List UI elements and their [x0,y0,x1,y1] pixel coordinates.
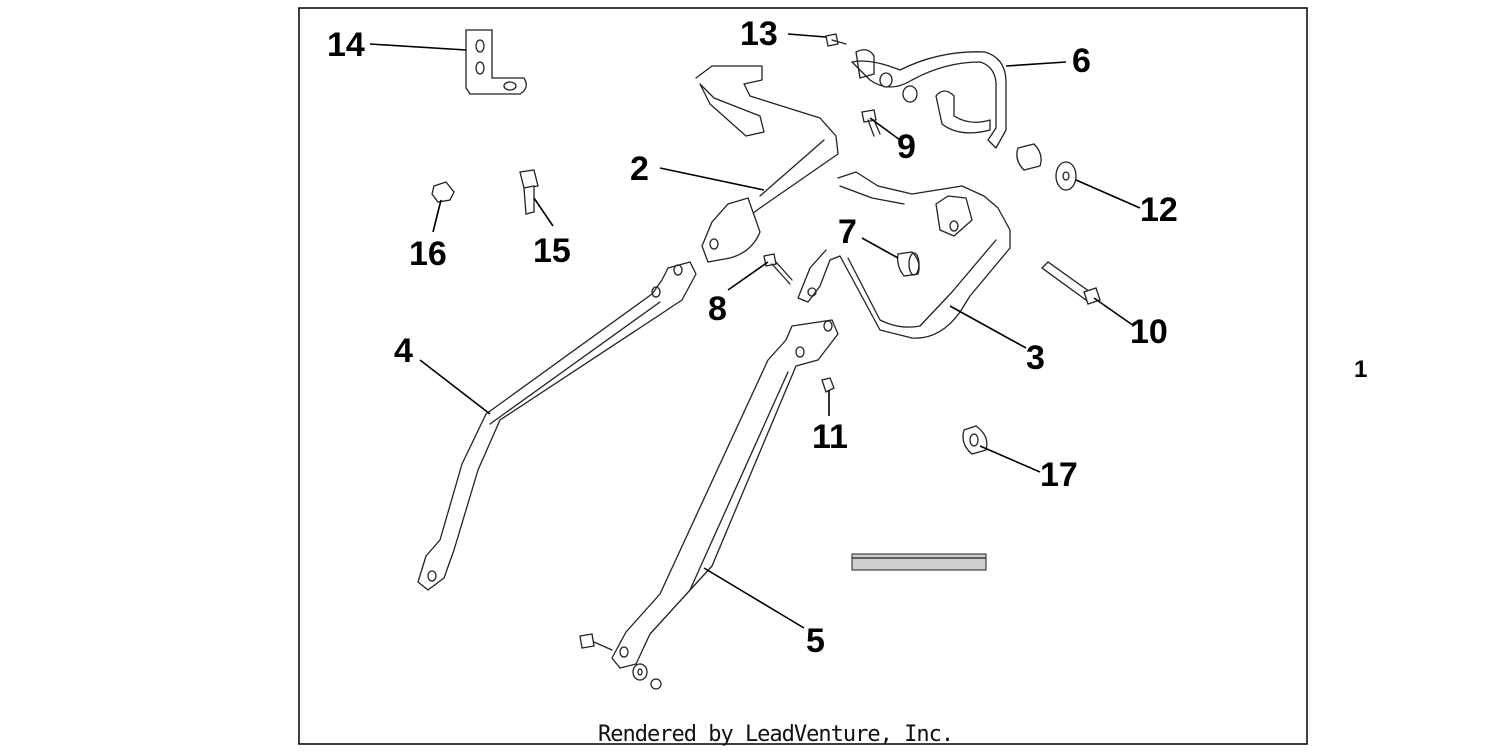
part-11-nut[interactable] [821,377,835,393]
callout-2[interactable]: 2 [630,150,649,188]
callout-8[interactable]: 8 [708,290,727,328]
part-4-left-rod[interactable] [417,261,697,591]
callout-16[interactable]: 16 [409,235,447,273]
part-2-upper-lever[interactable] [695,65,839,263]
render-credit: Rendered by LeadVenture, Inc. [598,722,954,747]
callout-15[interactable]: 15 [533,232,571,270]
diagram-frame [298,7,1308,745]
part-3-bent-lever[interactable] [797,171,1011,339]
callout-17[interactable]: 17 [1040,456,1078,494]
callout-13[interactable]: 13 [740,15,778,53]
part-17-grommet[interactable] [962,425,988,455]
part-14-bracket[interactable] [465,29,527,95]
page-number: 1 [1354,356,1367,383]
part-12-spacer-washer[interactable] [1016,143,1077,191]
callout-10[interactable]: 10 [1130,313,1168,351]
callout-11[interactable]: 11 [812,418,848,456]
callout-3[interactable]: 3 [1026,339,1045,377]
part-5-right-rod[interactable] [579,319,839,690]
part-6-handle-arm[interactable] [851,49,1007,149]
part-10-long-bolt[interactable] [1041,261,1101,305]
callout-4[interactable]: 4 [394,332,413,370]
callout-6[interactable]: 6 [1072,42,1091,80]
callout-5[interactable]: 5 [806,622,825,660]
part-cylinder-bar [851,553,987,571]
part-8-bolt[interactable] [763,253,793,285]
callout-9[interactable]: 9 [897,128,916,166]
callout-7[interactable]: 7 [838,213,857,251]
callout-14[interactable]: 14 [327,26,365,64]
part-13-bolt[interactable] [825,33,847,47]
callout-labels: 14 13 6 9 2 12 16 15 7 8 10 4 3 11 17 5 [327,15,1178,660]
part-7-bushing[interactable] [896,251,920,277]
part-16-nut[interactable] [431,181,455,203]
callout-12[interactable]: 12 [1140,191,1178,229]
part-15-bolt[interactable] [519,169,539,215]
leader-lines [369,33,1141,629]
